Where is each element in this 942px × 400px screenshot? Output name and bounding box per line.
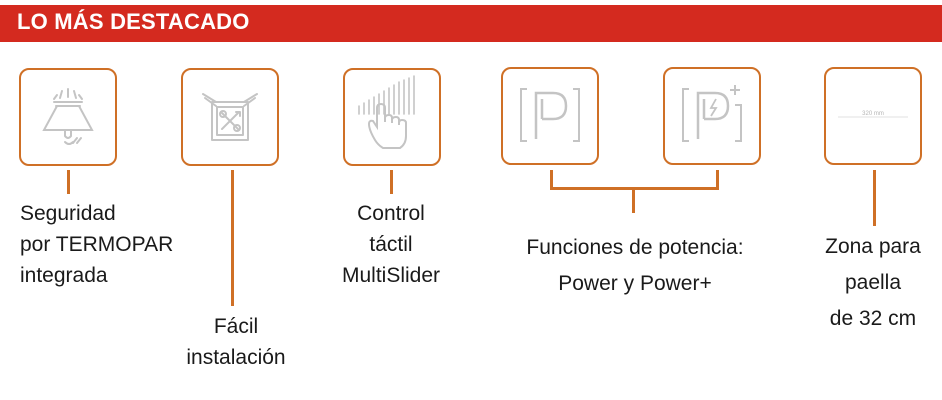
label-potencia: Funciones de potencia: Power y Power+ [497, 230, 773, 302]
label-control-line-2: táctil [369, 233, 413, 256]
safety-tile [19, 68, 117, 166]
connector-seguridad [67, 170, 70, 194]
label-seguridad-line-2: por TERMOPAR [20, 233, 174, 256]
label-paella-line-3: de 32 cm [829, 307, 917, 330]
power-plus-tile [663, 67, 761, 165]
connector-power-plus [716, 170, 719, 190]
highlights-header: LO MÁS DESTACADO [0, 5, 942, 42]
control-tile [343, 68, 441, 166]
power-tile [501, 67, 599, 165]
connector-potencia [632, 187, 635, 213]
label-potencia-line-2: Power y Power+ [558, 272, 712, 295]
label-instalacion: Fácil instalación [166, 311, 306, 373]
label-control-line-1: Control [357, 202, 425, 225]
label-control-line-3: MultiSlider [341, 264, 441, 287]
label-paella-line-2: paella [844, 271, 902, 294]
connector-control [390, 170, 393, 194]
label-paella-line-1: Zona para [825, 235, 921, 258]
connector-paella [873, 170, 876, 226]
label-instalacion-line-2: instalación [186, 346, 286, 369]
power-plus-icon [682, 85, 742, 142]
paella-size-text: 320 mm [862, 111, 884, 117]
label-seguridad: Seguridad por TERMOPAR integrada [20, 198, 173, 291]
flame-safety-icon [42, 88, 94, 145]
power-p-icon [520, 88, 580, 142]
label-paella: Zona para paella de 32 cm [806, 229, 940, 337]
connector-instalacion [231, 170, 234, 306]
connector-power [550, 170, 553, 190]
label-control: Control táctil MultiSlider [321, 198, 461, 291]
paella-zone-icon: 320 mm [838, 111, 908, 118]
header-title: LO MÁS DESTACADO [17, 9, 250, 34]
paella-tile: 320 mm [824, 67, 922, 165]
toolbox-wrench-screwdriver-icon [202, 93, 258, 141]
installation-tile [181, 68, 279, 166]
label-potencia-line-1: Funciones de potencia: [526, 236, 744, 259]
touch-slider-hand-icon [358, 75, 415, 149]
label-seguridad-line-1: Seguridad [20, 202, 116, 225]
label-seguridad-line-3: integrada [20, 264, 108, 287]
label-instalacion-line-1: Fácil [213, 315, 259, 338]
